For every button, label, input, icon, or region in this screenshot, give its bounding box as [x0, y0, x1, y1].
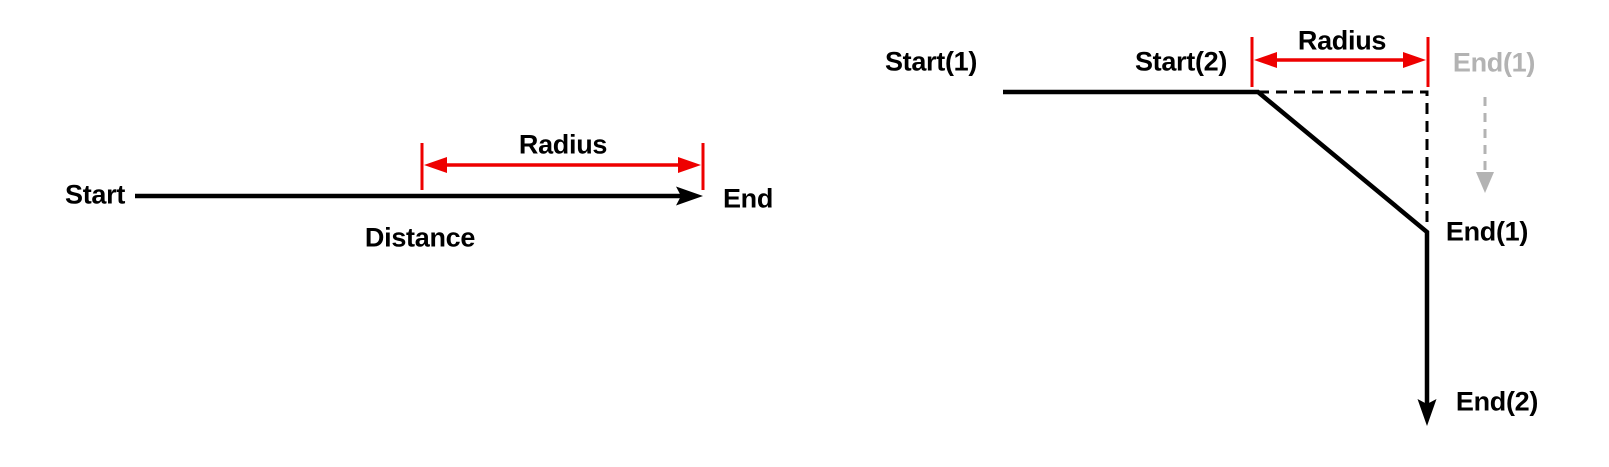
right-start2-label: Start(2) [1134, 46, 1228, 77]
right-end1-label: End(1) [1445, 216, 1529, 247]
right-ghost-arrowhead-icon [1476, 172, 1494, 193]
left-radius-arrowhead-left-icon [424, 157, 447, 173]
right-figure [1003, 37, 1494, 426]
right-start1-label: Start(1) [884, 46, 978, 77]
left-figure [135, 143, 705, 206]
right-end2-arrowhead-icon [1417, 399, 1437, 426]
left-start-label: Start [64, 179, 126, 210]
left-end-label: End [722, 183, 774, 214]
right-radius-arrowhead-right-icon [1403, 52, 1426, 68]
left-radius-arrowhead-right-icon [678, 157, 701, 173]
right-radius-label: Radius [1297, 25, 1387, 56]
right-dashed-corner-path [1258, 90, 1429, 229]
left-end-arrowhead-icon [676, 186, 703, 206]
left-radius-label: Radius [518, 129, 608, 160]
right-path-line [1003, 89, 1430, 404]
right-radius-arrowhead-left-icon [1254, 52, 1277, 68]
left-distance-label: Distance [364, 222, 476, 253]
right-end1-ghost-label: End(1) [1452, 47, 1536, 78]
right-end2-label: End(2) [1455, 386, 1539, 417]
